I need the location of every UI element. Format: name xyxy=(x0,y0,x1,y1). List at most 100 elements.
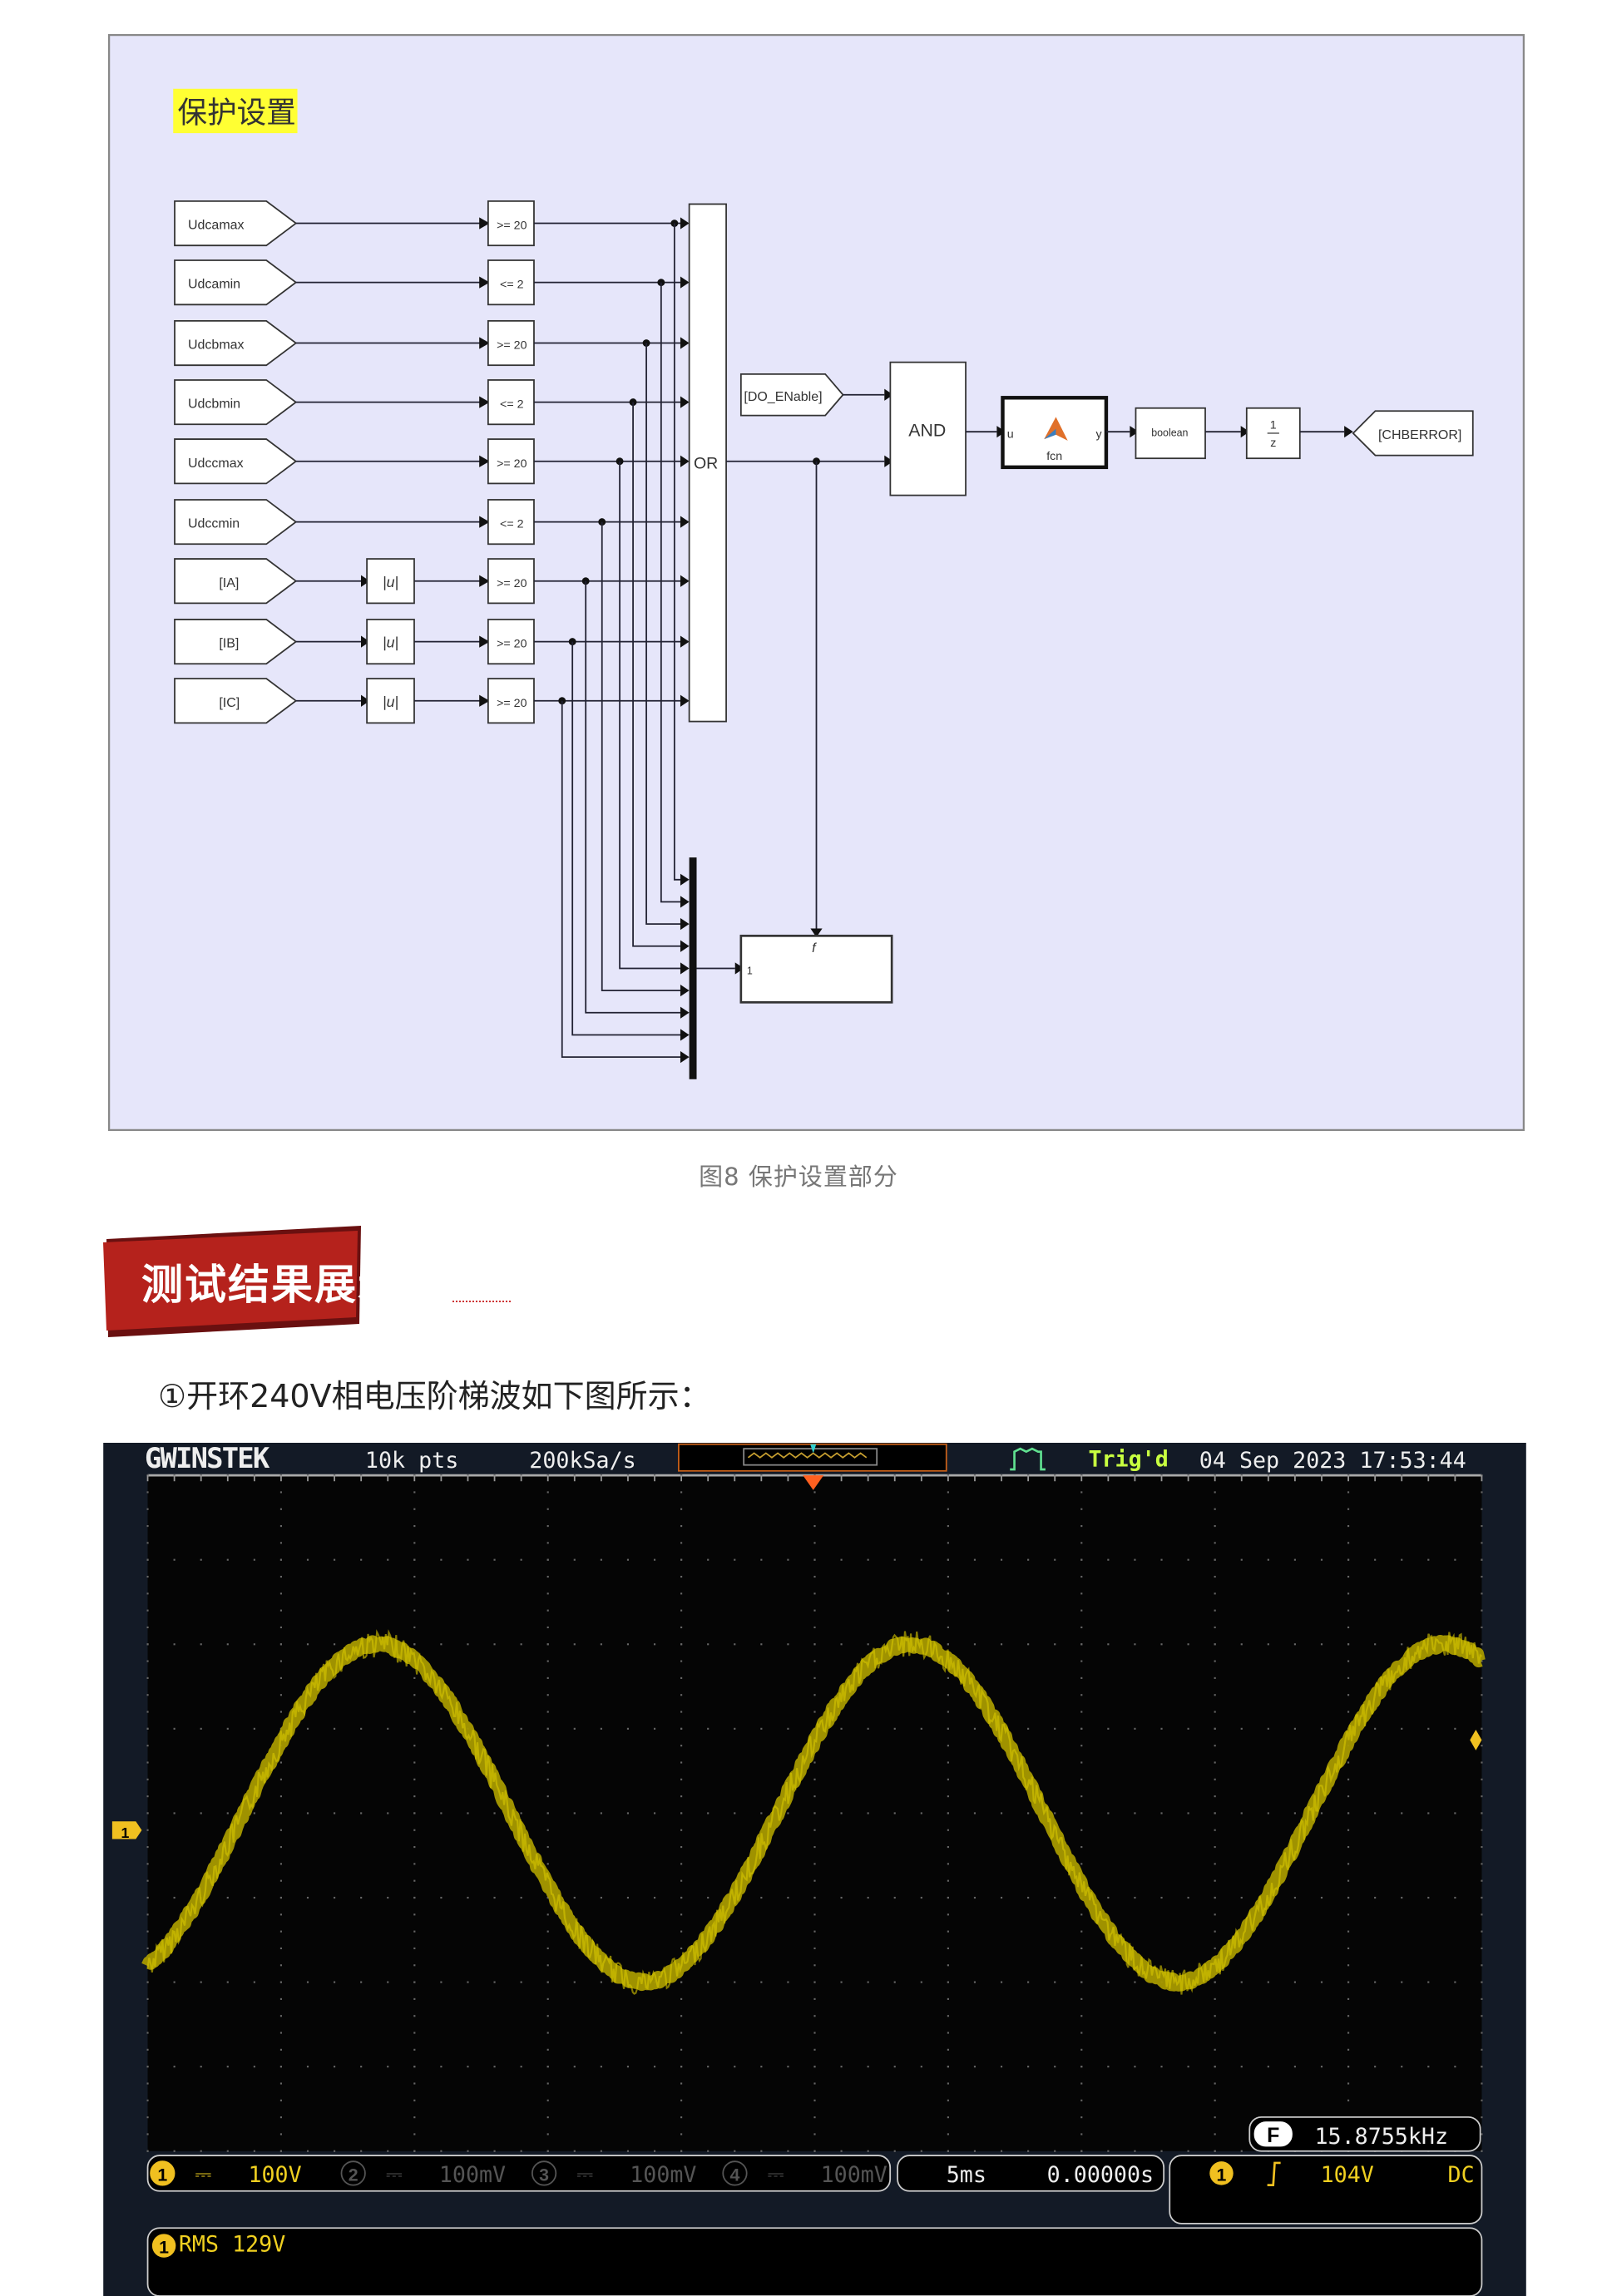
grid-dot xyxy=(947,1896,949,1899)
grid-dot xyxy=(1267,1643,1269,1646)
grid-dot xyxy=(734,2150,736,2152)
grid-dot xyxy=(813,1542,816,1544)
channel-badge[interactable] xyxy=(722,2160,748,2186)
grid-dot xyxy=(279,1542,283,1544)
grid-dot xyxy=(1427,1896,1430,1899)
grid-dot xyxy=(546,1947,549,1950)
grid-dot xyxy=(1454,2066,1456,2068)
grid-dot xyxy=(680,1508,683,1510)
abs-block[interactable] xyxy=(366,558,415,605)
abs-label: |u| xyxy=(383,694,398,710)
compare-block[interactable] xyxy=(487,200,535,247)
subsystem-input-port: 1 xyxy=(747,965,753,977)
memory-position-marker xyxy=(810,1444,817,1454)
compare-block[interactable] xyxy=(487,619,535,665)
abs-block[interactable] xyxy=(366,619,415,665)
grid-dot xyxy=(1214,1558,1216,1561)
grid-dot xyxy=(813,1558,816,1561)
grid-dot xyxy=(1214,1913,1216,1916)
from-tag-block[interactable] xyxy=(174,438,298,485)
grid-dot xyxy=(413,1558,416,1561)
grid-dot xyxy=(653,1727,656,1730)
ch1-ground-marker[interactable] xyxy=(111,1821,142,1839)
grid-dot xyxy=(1401,1812,1403,1815)
compare-block[interactable] xyxy=(487,438,535,485)
grid-dot xyxy=(813,1711,816,1713)
grid-dot xyxy=(1347,1829,1350,1831)
grid-dot xyxy=(1214,1896,1216,1899)
channel-scale: 100mV xyxy=(821,2162,887,2188)
grid-dot xyxy=(707,1896,710,1899)
grid-dot xyxy=(1401,2066,1403,2068)
grid-dot xyxy=(1214,1845,1216,1849)
grid-dot xyxy=(1347,1795,1350,1798)
grid-dot xyxy=(1000,2150,1003,2152)
from-tag-block[interactable] xyxy=(174,319,298,367)
grid-dot xyxy=(1481,1879,1483,1882)
and-block[interactable] xyxy=(889,361,967,496)
trigger-position-marker[interactable] xyxy=(803,1475,824,1490)
grid-dot xyxy=(867,1981,869,1983)
compare-block[interactable] xyxy=(487,499,535,546)
compare-block[interactable] xyxy=(487,379,535,426)
horizontal-bar[interactable] xyxy=(897,2155,1165,2192)
grid-dot xyxy=(1080,1643,1083,1646)
grid-dot xyxy=(146,2066,149,2068)
arrow-icon xyxy=(360,575,370,587)
grid-dot xyxy=(1080,1575,1083,1578)
from-tag-block[interactable] xyxy=(174,558,298,605)
bus-line xyxy=(561,700,682,1059)
grid-dot xyxy=(520,2066,522,2068)
grid-dot xyxy=(546,1896,549,1899)
from-tag-do-enable[interactable] xyxy=(739,373,844,417)
arrow-icon xyxy=(479,217,490,230)
trigger-panel[interactable] xyxy=(1169,2155,1483,2224)
grid-dot xyxy=(813,2099,816,2101)
from-tag-block[interactable] xyxy=(174,499,298,546)
grid-dot xyxy=(413,1745,416,1747)
abs-block[interactable] xyxy=(366,678,415,724)
compare-block[interactable] xyxy=(487,259,535,306)
grid-dot xyxy=(1427,1558,1430,1561)
grid-dot xyxy=(813,1812,816,1815)
from-tag-block[interactable] xyxy=(174,678,298,724)
or-block[interactable] xyxy=(688,203,727,723)
goto-tag-chberror[interactable] xyxy=(1352,410,1474,457)
boolean-conversion-block[interactable] xyxy=(1135,407,1206,460)
fcn-output-port: y xyxy=(1095,427,1102,441)
from-tag-label: [IA] xyxy=(219,576,239,590)
or-label: OR xyxy=(694,455,718,473)
grid-dot xyxy=(1214,2066,1216,2068)
trigger-level-marker[interactable] xyxy=(1470,1729,1482,1750)
grid-dot xyxy=(146,1694,149,1696)
grid-dot xyxy=(680,1727,683,1730)
mux-block[interactable] xyxy=(689,857,697,1079)
from-tag-block[interactable] xyxy=(174,200,298,247)
channel-badge[interactable] xyxy=(340,2160,366,2186)
arrow-icon xyxy=(680,873,690,886)
grid-dot xyxy=(279,1863,283,1865)
from-tag-block[interactable] xyxy=(174,619,298,665)
grid-dot xyxy=(947,1795,949,1798)
grid-dot xyxy=(626,1727,630,1730)
grid-dot xyxy=(146,1676,149,1679)
grid-dot xyxy=(707,2066,710,2068)
from-tag-block[interactable] xyxy=(174,259,298,306)
grid-dot xyxy=(680,1745,683,1747)
channel-badge[interactable] xyxy=(150,2160,176,2186)
grid-dot xyxy=(947,2015,949,2017)
compare-block[interactable] xyxy=(487,558,535,605)
function-call-subsystem[interactable] xyxy=(739,935,893,1004)
from-tag-block[interactable] xyxy=(174,379,298,426)
grid-dot xyxy=(1481,1947,1483,1950)
channel-badge[interactable] xyxy=(531,2160,557,2186)
grid-dot xyxy=(413,1947,416,1950)
grid-dot xyxy=(1454,1727,1456,1730)
grid-dot xyxy=(1214,1676,1216,1679)
grid-dot xyxy=(813,1694,816,1696)
compare-block[interactable] xyxy=(487,319,535,367)
grid-dot xyxy=(546,2099,549,2101)
grid-dot xyxy=(279,1524,283,1528)
paragraph-text: ①开环240V相电压阶梯波如下图所示： xyxy=(158,1378,711,1415)
grid-dot xyxy=(413,1896,416,1899)
